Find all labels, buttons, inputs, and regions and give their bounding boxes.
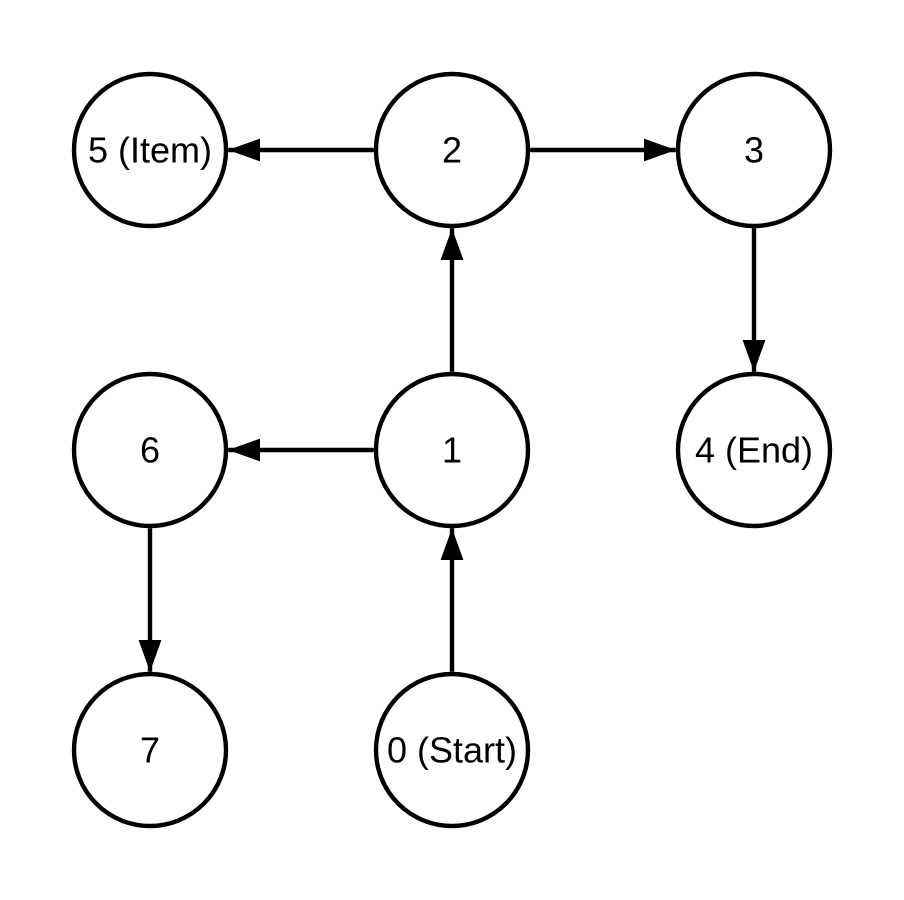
node-7-label: 7 <box>140 730 160 771</box>
node-2: 2 <box>373 71 531 229</box>
node-5: 5 (Item) <box>71 71 229 229</box>
node-4-label: 4 (End) <box>695 430 813 471</box>
node-7: 7 <box>71 671 229 829</box>
node-2-circle <box>373 71 531 229</box>
node-4-circle <box>675 371 833 529</box>
node-1-circle <box>373 371 531 529</box>
node-0-circle <box>373 671 531 829</box>
node-1-label: 1 <box>442 430 462 471</box>
node-3-label: 3 <box>744 130 764 171</box>
node-3: 3 <box>675 71 833 229</box>
node-0: 0 (Start) <box>373 671 531 829</box>
node-6-circle <box>71 371 229 529</box>
node-6-label: 6 <box>140 430 160 471</box>
node-5-circle <box>71 71 229 229</box>
node-6: 6 <box>71 371 229 529</box>
node-1: 1 <box>373 371 531 529</box>
node-7-circle <box>71 671 229 829</box>
node-0-label: 0 (Start) <box>387 730 517 771</box>
node-5-label: 5 (Item) <box>88 130 212 171</box>
node-2-label: 2 <box>442 130 462 171</box>
node-3-circle <box>675 71 833 229</box>
node-4: 4 (End) <box>675 371 833 529</box>
